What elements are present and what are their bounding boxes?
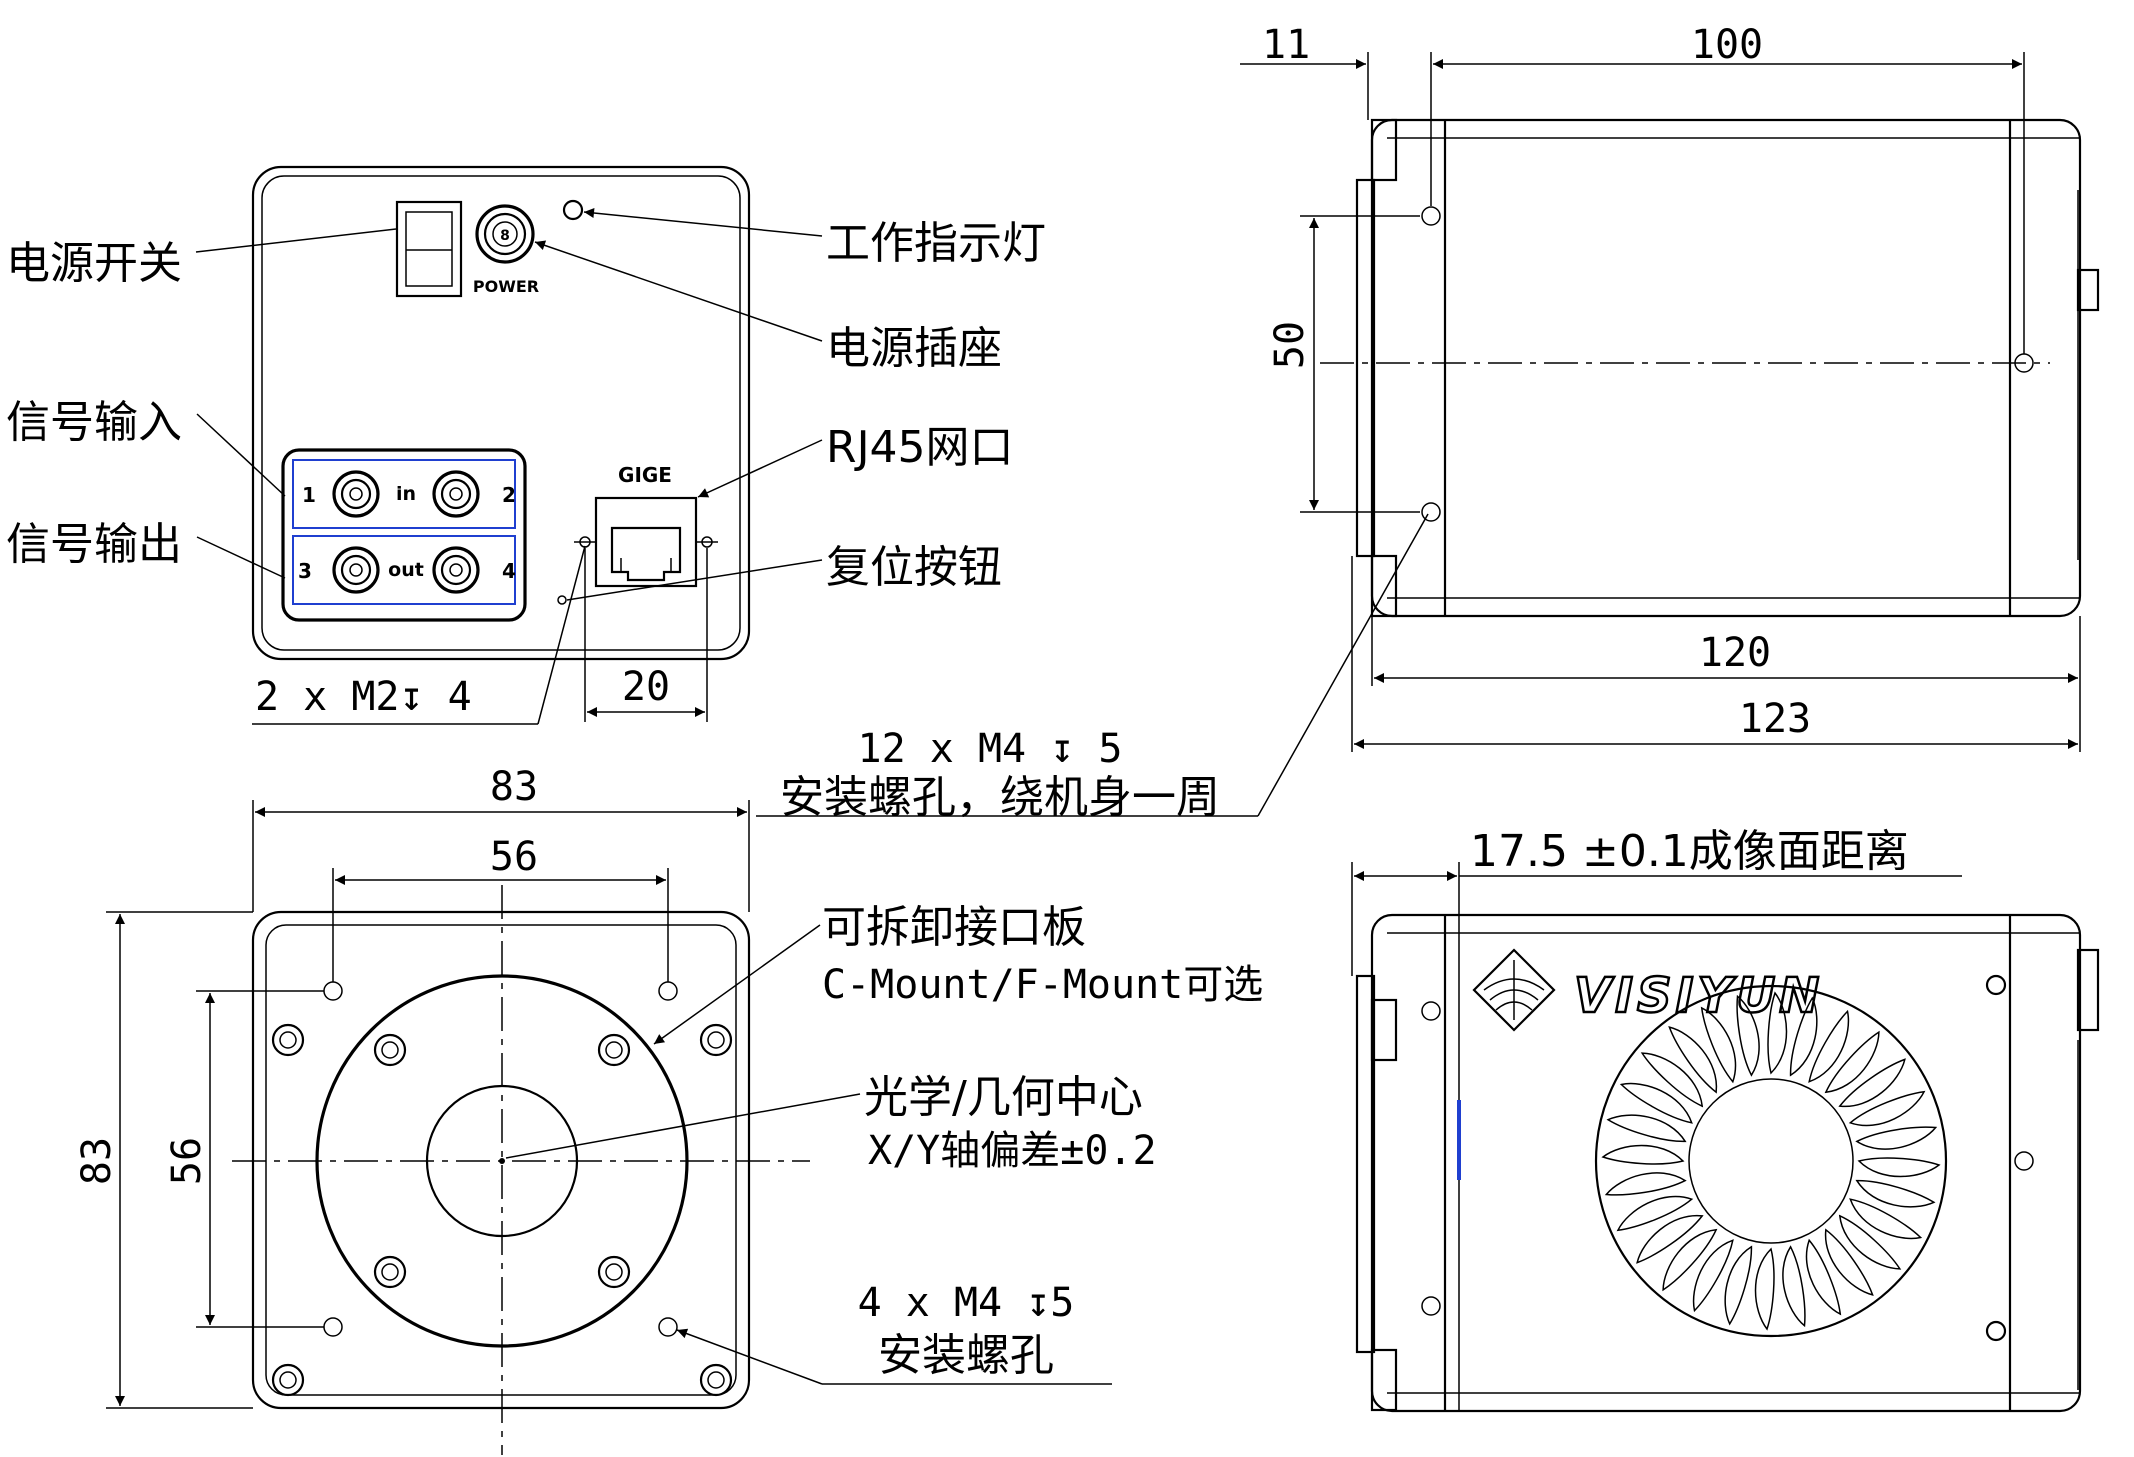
power-socket: 8 POWER [473, 204, 539, 296]
xy-tolerance-label: X/Y轴偏差±0.2 [868, 1128, 1157, 1174]
top-mount-hole-upper [1421, 206, 1441, 226]
dim-120-value: 120 [1699, 630, 1771, 676]
imaging-distance-label: 17.5 ±0.1成像面距离 [1470, 826, 1909, 877]
fan-slot [1606, 1114, 1687, 1143]
m2-callout: 2 x M2↧ 4 [252, 545, 586, 725]
fan-slot [1838, 1214, 1902, 1270]
fan-slot [1838, 1058, 1906, 1108]
power-switch-label: 电源开关 [6, 238, 182, 289]
fan-slot [1805, 1238, 1842, 1316]
signal-input-label: 信号输入 [6, 397, 182, 448]
rear-view: 8 POWER 1 2 3 4 in o [6, 165, 1046, 725]
fan-slot [1640, 1052, 1704, 1108]
m4-12-spec-text: 12 x M4 ↧ 5 [858, 726, 1123, 772]
dim-123-value: 123 [1739, 696, 1811, 742]
fan-slot [1736, 994, 1760, 1077]
port-1-label: 1 [302, 483, 316, 507]
fan-slot [1692, 1239, 1734, 1313]
bnc-port-1 [332, 470, 380, 518]
fan-slot [1619, 1082, 1693, 1124]
interface-plate-label: 可拆卸接口板 [822, 902, 1086, 953]
port-3-label: 3 [298, 559, 312, 583]
fan-slot [1782, 1245, 1806, 1328]
side-view: VISIYUN 17.5 ±0.1成像面距离 [1351, 826, 2100, 1413]
fan-grille [1594, 984, 1948, 1338]
fan-slot [1616, 1195, 1694, 1232]
reset-button-hole [557, 595, 567, 605]
fan-slot [1808, 1009, 1850, 1083]
power-label: POWER [473, 277, 539, 296]
fan-slot [1767, 991, 1788, 1075]
fan-slot [1662, 1228, 1718, 1292]
bnc-port-2 [432, 470, 480, 518]
socket-pin-label: 8 [500, 228, 510, 244]
fan-slot [1601, 1144, 1685, 1165]
dimension-20: 20 [584, 548, 708, 722]
port-2-label: 2 [502, 483, 516, 507]
brand-name: VISIYUN [1574, 968, 1823, 1024]
dim-83-v-value: 83 [74, 1137, 120, 1185]
dim-20-value: 20 [622, 664, 670, 710]
brand-logo: VISIYUN [1472, 948, 1823, 1032]
side-screw [1985, 974, 2007, 996]
bnc-port-3 [332, 546, 380, 594]
signal-output-label: 信号输出 [6, 519, 182, 570]
front-mount-hole [658, 981, 678, 1001]
side-screw [1985, 1320, 2007, 1342]
front-view: 83 56 83 56 可拆卸接口板 C-Mount/F-Mount可选 光学/… [74, 764, 1263, 1455]
dim-56-h-value: 56 [490, 834, 538, 880]
m4-12-note-text: 安装螺孔，绕机身一周 [780, 772, 1220, 823]
port-4-label: 4 [502, 559, 516, 583]
bnc-port-4 [432, 546, 480, 594]
fan-slot [1855, 1179, 1936, 1208]
m4-4-spec-text: 4 x M4 ↧5 [858, 1280, 1075, 1326]
fan-slot [1848, 1090, 1926, 1127]
front-mount-hole [323, 981, 343, 1001]
dim-56-v-value: 56 [164, 1137, 210, 1185]
fan-slot [1700, 1006, 1737, 1084]
signal-io-panel: 1 2 3 4 in out [281, 448, 527, 622]
dim-11-value: 11 [1262, 22, 1310, 68]
dim-100-value: 100 [1691, 22, 1763, 68]
corner-screws [271, 1023, 733, 1397]
mount-options-label: C-Mount/F-Mount可选 [822, 962, 1263, 1008]
top-view: 11 100 50 120 123 12 x M4 ↧ 5 安装螺孔，绕机身一周 [756, 22, 2100, 823]
fan-slot [1604, 1172, 1687, 1196]
work-indicator-led [562, 199, 584, 221]
rj45-label: RJ45网口 [826, 422, 1014, 473]
fan-slot [1636, 1214, 1704, 1264]
fan-slot [1754, 1247, 1775, 1331]
plate-screws [373, 1033, 631, 1289]
in-label: in [396, 483, 416, 505]
m2-spec-text: 2 x M2↧ 4 [255, 674, 472, 720]
front-mount-hole [658, 1317, 678, 1337]
fan-slot [1855, 1126, 1938, 1150]
fan-slot [1849, 1198, 1923, 1240]
work-indicator-label: 工作指示灯 [826, 218, 1046, 269]
rj45-port: GIGE [574, 463, 718, 588]
front-mount-hole [323, 1317, 343, 1337]
fan-slot [1857, 1157, 1941, 1178]
power-switch [395, 200, 463, 298]
fan-slot [1824, 1228, 1874, 1296]
fan-slot [1724, 1245, 1753, 1326]
fan-slot [1789, 996, 1818, 1077]
dim-50-value: 50 [1267, 321, 1313, 369]
optical-center-label: 光学/几何中心 [864, 1072, 1143, 1123]
fan-slot [1824, 1030, 1880, 1094]
power-socket-label: 电源插座 [826, 323, 1002, 374]
fan-slot [1668, 1026, 1718, 1094]
out-label: out [388, 559, 424, 581]
reset-button-label: 复位按钮 [826, 542, 1002, 593]
dim-83-h-value: 83 [490, 764, 538, 810]
m4-4-note-text: 安装螺孔 [878, 1330, 1054, 1381]
top-mount-hole-lower [1421, 502, 1441, 522]
gige-label: GIGE [618, 463, 672, 487]
